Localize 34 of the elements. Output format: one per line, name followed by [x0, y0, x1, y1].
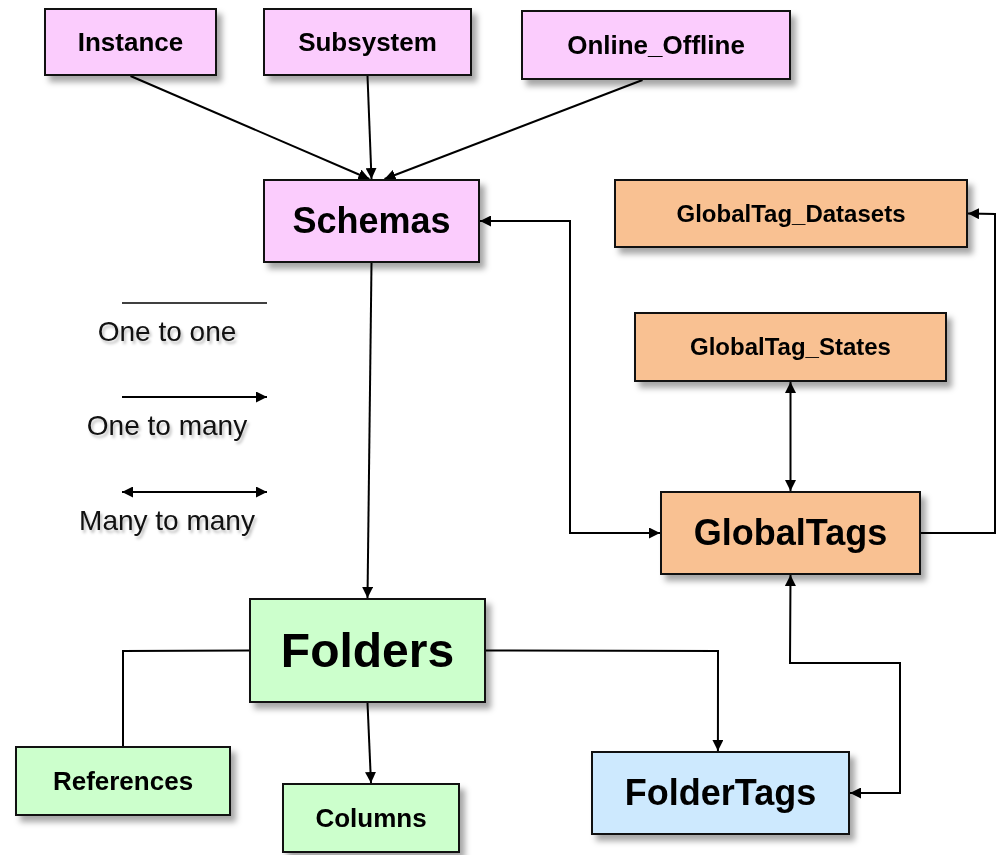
entity-box	[660, 491, 921, 575]
entity-box	[521, 10, 791, 80]
entity-box	[44, 8, 217, 76]
legend-label: One to many	[86, 410, 248, 442]
arrow	[785, 381, 796, 492]
entity-box	[249, 598, 486, 703]
arrow	[920, 208, 996, 534]
entity-name: Schemas	[292, 200, 451, 242]
entity-name: Online_Offline	[567, 29, 745, 61]
arrow	[362, 262, 374, 599]
entity-name: GlobalTags	[693, 512, 888, 554]
arrow	[784, 574, 901, 799]
entity-box	[263, 8, 472, 76]
entity-name: GlobalTag_States	[690, 333, 891, 361]
entity-name: Columns	[315, 802, 427, 834]
entity-name: Instance	[77, 26, 184, 58]
legend-label: One to one	[97, 316, 237, 348]
arrow	[365, 702, 376, 784]
arrow	[485, 649, 724, 752]
entity-name: GlobalTag_Datasets	[676, 199, 906, 228]
entity-box	[591, 751, 850, 835]
entity-name: FolderTags	[624, 772, 817, 814]
entity-box	[15, 746, 231, 816]
entity-box	[282, 783, 460, 853]
entity-name: Subsystem	[298, 26, 437, 58]
entity-name: References	[52, 765, 194, 797]
entity-box	[263, 179, 480, 263]
connector-line	[122, 649, 250, 747]
arrow	[479, 215, 661, 539]
arrow	[365, 75, 377, 180]
entity-name: Folders	[280, 623, 455, 678]
legend-label: Many to many	[79, 505, 255, 537]
entity-box	[634, 312, 947, 382]
entity-box	[614, 179, 968, 248]
